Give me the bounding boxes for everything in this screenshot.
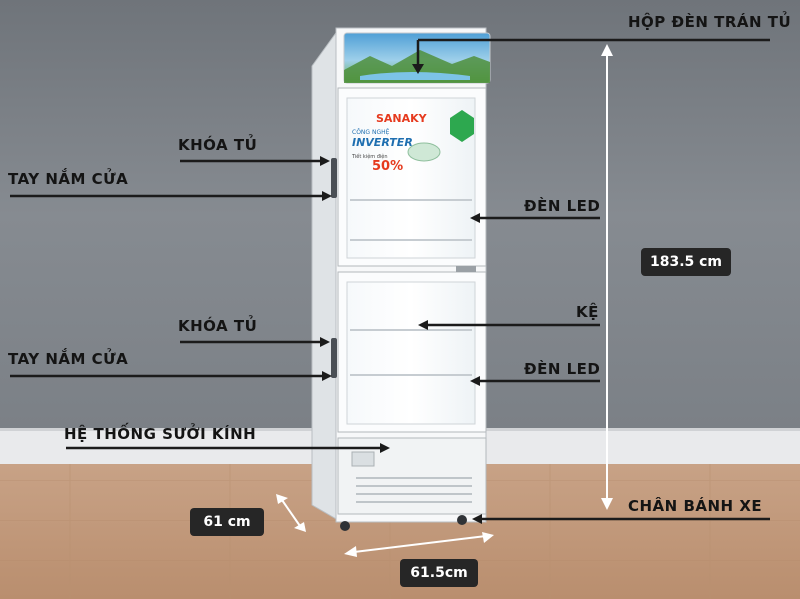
width-arrow-line bbox=[353, 535, 487, 553]
inverter-text: INVERTER bbox=[352, 136, 413, 149]
arrow-led-upper bbox=[470, 213, 480, 223]
arrow-led-lower bbox=[470, 376, 480, 386]
brand-logo: SANAKY bbox=[376, 112, 428, 125]
door-hinge bbox=[456, 266, 476, 272]
handle-upper bbox=[331, 158, 337, 198]
fridge bbox=[311, 27, 491, 531]
arrow-top-light-box bbox=[412, 64, 424, 74]
arrow-lock-upper bbox=[320, 156, 330, 166]
compressor-graphic bbox=[407, 142, 441, 162]
tech-line-text: CÔNG NGHỆ bbox=[352, 128, 390, 136]
width-arrow-right bbox=[482, 532, 494, 543]
label-casters: CHÂN BÁNH XE bbox=[628, 497, 763, 515]
handle-lower bbox=[331, 338, 337, 378]
arrow-shelf bbox=[418, 320, 428, 330]
height-arrow-top bbox=[601, 44, 613, 56]
caster-right bbox=[457, 515, 467, 525]
depth-arrow-bottom bbox=[294, 522, 306, 532]
lower-door-glass bbox=[346, 281, 476, 425]
depth-dimension-badge: 61 cm bbox=[190, 508, 264, 536]
width-arrow-left bbox=[344, 546, 357, 557]
saving-prefix-text: Tiết kiệm điện bbox=[351, 153, 388, 160]
arrow-handle-lower bbox=[322, 371, 332, 381]
vent-grille bbox=[356, 477, 472, 503]
label-lock-lower: KHÓA TỦ bbox=[178, 317, 258, 335]
label-handle-lower: TAY NẮM CỬA bbox=[8, 350, 129, 368]
dimension-arrows bbox=[276, 44, 613, 557]
energy-badge bbox=[450, 110, 474, 142]
depth-arrow-top bbox=[276, 494, 288, 504]
arrow-casters bbox=[472, 514, 482, 524]
arrow-lock-lower bbox=[320, 337, 330, 347]
depth-arrow-line bbox=[281, 499, 301, 527]
label-glass-heating: HỆ THỐNG SƯỞI KÍNH bbox=[64, 425, 257, 443]
callout-lines bbox=[10, 38, 770, 524]
width-dimension-badge: 61.5cm bbox=[400, 559, 478, 587]
saving-percent-text: 50% bbox=[372, 159, 403, 174]
control-label bbox=[351, 451, 375, 467]
label-led-lower: ĐÈN LED bbox=[524, 360, 601, 378]
arrow-glass-heating bbox=[380, 443, 390, 453]
label-top-light-box: HỘP ĐÈN TRÁN TỦ bbox=[628, 13, 792, 31]
label-shelf: KỆ bbox=[576, 303, 599, 321]
fridge-side-panel bbox=[311, 28, 339, 521]
caster-left bbox=[340, 521, 350, 531]
arrow-handle-upper bbox=[322, 191, 332, 201]
label-lock-upper: KHÓA TỦ bbox=[178, 136, 258, 154]
label-led-upper: ĐÈN LED bbox=[524, 197, 601, 215]
light-box-lake bbox=[360, 72, 470, 80]
height-dimension-badge: 183.5 cm bbox=[641, 248, 731, 276]
height-arrow-bottom bbox=[601, 498, 613, 510]
label-handle-upper: TAY NẮM CỬA bbox=[8, 170, 129, 188]
